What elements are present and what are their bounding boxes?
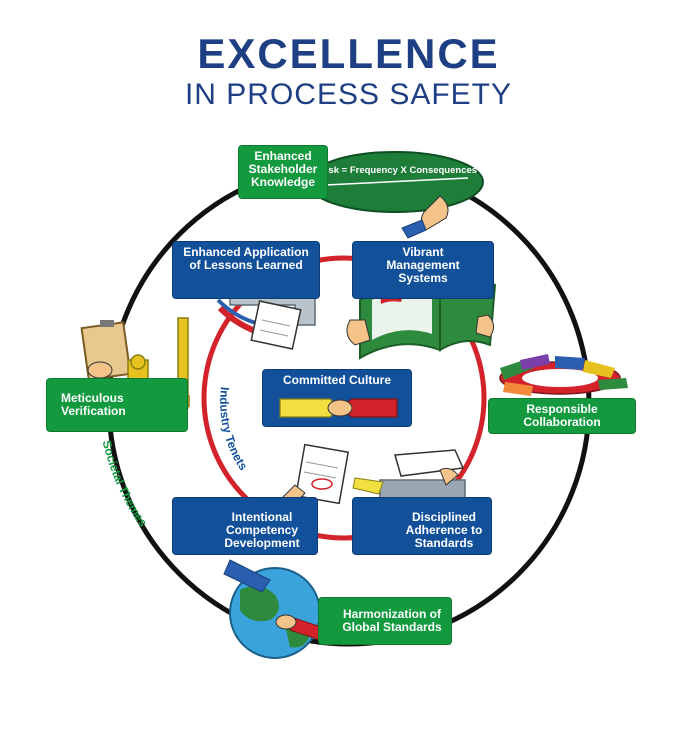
tenet-intentional-competency-development: Intentional Competency Development — [172, 497, 318, 555]
center-label: Committed Culture — [283, 373, 391, 387]
tenet-label: Disciplined Adherence to Standards — [405, 510, 483, 550]
tenet-label: Vibrant Management Systems — [386, 245, 460, 285]
outer-ring-label: Societal Themes — [100, 439, 151, 530]
collaboration-hands-illustration — [499, 354, 628, 396]
tenet-vibrant-management-systems: Vibrant Management Systems — [352, 241, 494, 299]
theme-label: Meticulous Verification — [61, 391, 126, 418]
tenet-enhanced-application-of-lessons-learned: Enhanced Application of Lessons Learned — [172, 241, 320, 299]
theme-responsible-collaboration: Responsible Collaboration — [488, 398, 636, 434]
inner-ring-label: Industry Tenets — [217, 386, 251, 473]
tenet-label: Intentional Competency Development — [224, 510, 300, 550]
logo-title: EXCELLENCE — [197, 30, 500, 77]
logo-subtitle: IN PROCESS SAFETY — [184, 78, 513, 111]
tenet-disciplined-adherence-to-standards: Disciplined Adherence to Standards — [352, 497, 492, 555]
formula-text: Risk = Frequency X Consequences — [319, 165, 477, 176]
theme-harmonization-of-global-standards: Harmonization of Global Standards — [318, 597, 452, 645]
tenet-label: Enhanced Application of Lessons Learned — [183, 245, 309, 272]
globe-illustration — [223, 559, 325, 659]
theme-label: Responsible Collaboration — [523, 402, 601, 429]
center-handshake-overlay — [279, 398, 398, 418]
theme-meticulous-verification: Meticulous Verification — [46, 378, 188, 432]
inner-ring — [201, 255, 487, 541]
theme-enhanced-stakeholder-knowledge: Enhanced Stakeholder Knowledge — [238, 145, 328, 199]
theme-label: Enhanced Stakeholder Knowledge — [248, 149, 318, 189]
theme-label: Harmonization of Global Standards — [342, 607, 442, 634]
